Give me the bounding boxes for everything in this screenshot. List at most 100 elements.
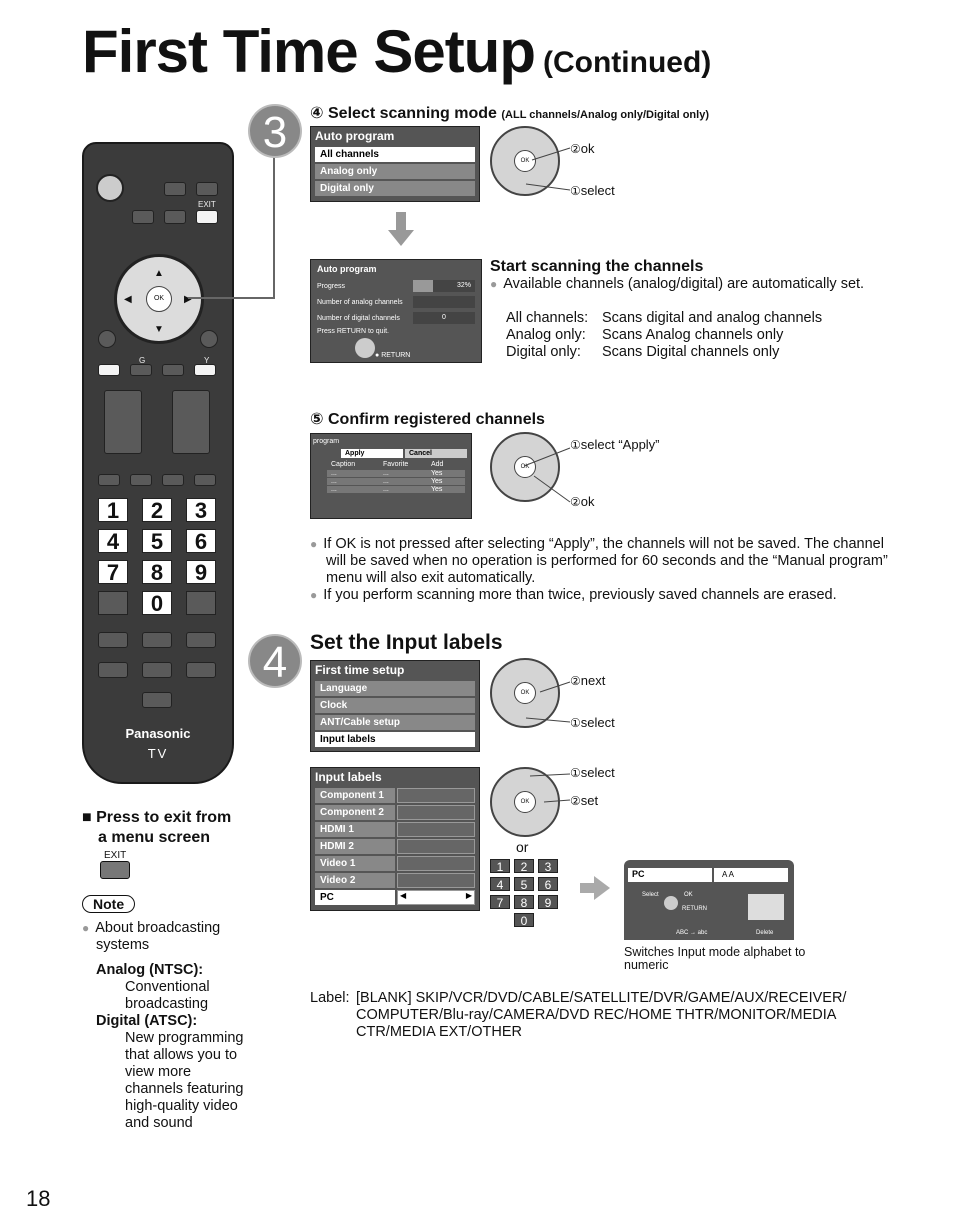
start-scanning-heading: Start scanning the channels (490, 258, 704, 275)
brand-tv: TV (147, 746, 169, 761)
or-label: or (516, 839, 529, 855)
cancel-button[interactable]: Cancel (405, 449, 467, 458)
menu-item-input-labels[interactable]: Input labels (315, 732, 475, 747)
note-content: About broadcasting systems Analog (NTSC)… (82, 920, 252, 1132)
step-4-badge: 4 (248, 634, 302, 688)
table-row[interactable]: ... ... Yes (327, 470, 465, 477)
input-row[interactable]: Video 2 (315, 873, 475, 888)
remote-button[interactable] (132, 210, 154, 224)
mini-keypad: 1 2 3 4 5 6 7 8 9 0 (490, 859, 560, 929)
input-row[interactable]: HDMI 2 (315, 839, 475, 854)
table-row[interactable]: ... ... Yes (327, 486, 465, 493)
remote-button[interactable] (186, 591, 216, 615)
num-key: 5 (514, 877, 534, 892)
brand-logo: Panasonic (125, 726, 191, 741)
num-key[interactable]: 3 (186, 498, 216, 523)
remote-button[interactable] (130, 474, 152, 486)
menu-item-all[interactable]: All channels (315, 147, 475, 162)
remote-button[interactable] (98, 591, 128, 615)
remote-button[interactable] (98, 662, 128, 678)
channel-rocker[interactable] (172, 390, 210, 454)
num-key: 8 (514, 895, 534, 910)
remote-button[interactable] (162, 474, 184, 486)
remote-button[interactable] (142, 632, 172, 648)
num-key[interactable]: 9 (186, 560, 216, 585)
volume-rocker[interactable] (104, 390, 142, 454)
remote-button[interactable] (98, 330, 116, 348)
left-arrow-icon[interactable]: ◀ (124, 294, 132, 305)
step-3-badge: 3 (248, 104, 302, 158)
callout-ok: ②ok (570, 494, 595, 509)
remote-button[interactable] (164, 210, 186, 224)
remote-control: EXIT OK ▲ ▼ ◀ ▶ G Y 1 2 3 4 5 6 7 8 9 0 … (82, 142, 234, 784)
remote-button[interactable] (98, 474, 120, 486)
menu-item-language[interactable]: Language (315, 681, 475, 696)
remote-button[interactable] (196, 182, 218, 196)
input-row[interactable]: Component 2 (315, 805, 475, 820)
num-key: 9 (538, 895, 558, 910)
num-key[interactable]: 6 (186, 529, 216, 554)
menu-item-ant-cable[interactable]: ANT/Cable setup (315, 715, 475, 730)
num-key[interactable]: 0 (142, 591, 172, 616)
num-key[interactable]: 1 (98, 498, 128, 523)
remote-button[interactable] (142, 662, 172, 678)
exit-label: EXIT (104, 850, 127, 861)
num-key[interactable]: 8 (142, 560, 172, 585)
ok-button[interactable]: OK (146, 286, 172, 312)
input-row[interactable]: Component 1 (315, 788, 475, 803)
right-arrow-icon[interactable]: ▶ (184, 294, 192, 305)
callout-select-apply: ①select “Apply” (570, 437, 660, 452)
manual-program-menu: program Apply Cancel Caption Favorite Ad… (310, 433, 472, 519)
num-key[interactable]: 7 (98, 560, 128, 585)
progress-bar: 32% (413, 280, 475, 292)
remote-button[interactable] (200, 330, 218, 348)
input-row[interactable]: Video 1 (315, 856, 475, 871)
remote-button[interactable] (194, 474, 216, 486)
callout-select: ①select (570, 765, 615, 780)
num-key: 0 (514, 913, 534, 928)
color-button[interactable] (194, 364, 216, 376)
scan-progress-menu: Auto program Progress 32% Number of anal… (310, 259, 482, 363)
remote-button[interactable] (186, 662, 216, 678)
num-key: 4 (490, 877, 510, 892)
input-row[interactable]: HDMI 1 (315, 822, 475, 837)
num-key[interactable]: 4 (98, 529, 128, 554)
down-arrow-icon[interactable]: ▼ (154, 324, 164, 335)
pc-label-screen: PC A A Select OK RETURN ABC → abc Delete (624, 860, 794, 940)
remote-button[interactable] (186, 632, 216, 648)
up-arrow-icon[interactable]: ▲ (154, 268, 164, 279)
color-button[interactable] (130, 364, 152, 376)
table-row[interactable]: ... ... Yes (327, 478, 465, 485)
right-arrow-icon (580, 876, 610, 900)
power-button[interactable] (96, 174, 124, 202)
color-button[interactable] (98, 364, 120, 376)
callout-lines (525, 681, 571, 723)
exit-heading: ■ Press to exit from a menu screen (82, 809, 232, 846)
apply-button[interactable]: Apply (341, 449, 403, 458)
num-key[interactable]: 5 (142, 529, 172, 554)
auto-program-menu: Auto program All channels Analog only Di… (310, 126, 480, 202)
exit-button[interactable] (196, 210, 218, 224)
return-pad-icon (355, 338, 375, 358)
menu-item-clock[interactable]: Clock (315, 698, 475, 713)
num-key: 3 (538, 859, 558, 874)
callout-select: ①select (570, 715, 615, 730)
callout-ok: ②ok (570, 141, 595, 156)
input-labels-heading: Set the Input labels (310, 631, 503, 654)
pc-value-field[interactable]: A A (714, 868, 788, 882)
color-button[interactable] (162, 364, 184, 376)
menu-item-analog[interactable]: Analog only (315, 164, 475, 179)
num-key: 2 (514, 859, 534, 874)
down-arrow-icon (388, 212, 414, 246)
note-label: Note (82, 895, 136, 913)
input-row-pc[interactable]: PC◀▶ (315, 890, 475, 905)
remote-button[interactable] (164, 182, 186, 196)
return-label: ● RETURN (375, 352, 411, 359)
remote-button[interactable] (142, 692, 172, 708)
connector-line (188, 142, 275, 299)
pad-icon (664, 896, 678, 910)
menu-item-digital[interactable]: Digital only (315, 181, 475, 196)
num-key[interactable]: 2 (142, 498, 172, 523)
ok-button: OK (514, 682, 536, 704)
remote-button[interactable] (98, 632, 128, 648)
